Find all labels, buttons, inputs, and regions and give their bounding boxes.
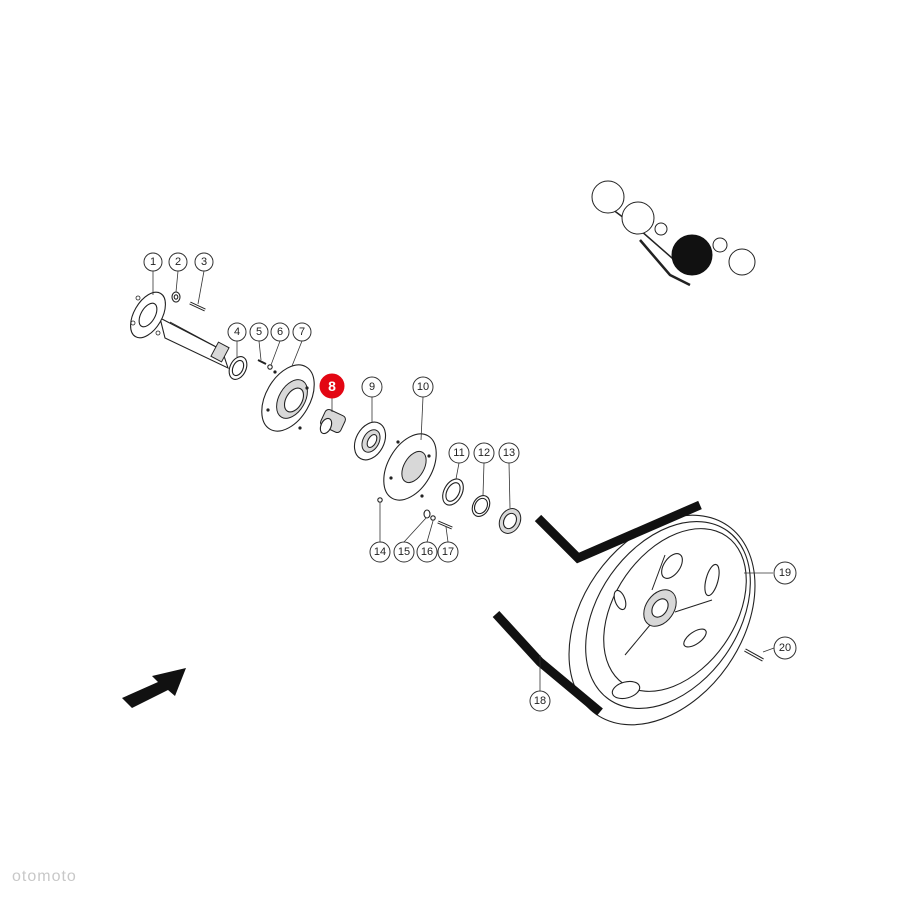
part-16-washer bbox=[430, 515, 436, 521]
part-13-nut bbox=[498, 508, 522, 534]
callout-label: 14 bbox=[374, 546, 386, 558]
part-6-ball bbox=[267, 364, 273, 370]
callout-label: 13 bbox=[503, 447, 515, 459]
callout-3[interactable]: 3 bbox=[194, 252, 214, 272]
callout-label: 10 bbox=[417, 381, 429, 393]
callout-1[interactable]: 1 bbox=[143, 252, 163, 272]
watermark: otomoto bbox=[12, 868, 77, 885]
callout-12[interactable]: 12 bbox=[473, 442, 495, 464]
callout-16[interactable]: 16 bbox=[416, 541, 438, 563]
callout-label: 20 bbox=[779, 642, 791, 654]
callout-17[interactable]: 17 bbox=[437, 541, 459, 563]
part-15-washer bbox=[423, 509, 431, 519]
part-11-ring bbox=[442, 478, 464, 506]
callout-label: 6 bbox=[277, 326, 283, 338]
part-14-pin bbox=[377, 497, 383, 503]
callout-11[interactable]: 11 bbox=[448, 442, 470, 464]
part-8-bushing bbox=[319, 409, 346, 435]
callout-label: 1 bbox=[150, 256, 156, 268]
part-5-pin bbox=[257, 359, 267, 365]
leader-lines bbox=[152, 270, 775, 691]
part-2-washer bbox=[171, 291, 181, 303]
callout-19[interactable]: 19 bbox=[773, 561, 797, 585]
callout-label: 5 bbox=[256, 326, 262, 338]
callout-label: 8 bbox=[328, 378, 336, 394]
callout-label: 2 bbox=[175, 256, 181, 268]
callout-label: 16 bbox=[421, 546, 433, 558]
arrow-up-right-icon bbox=[122, 668, 186, 708]
callout-18[interactable]: 18 bbox=[529, 690, 551, 712]
callout-label: 18 bbox=[534, 695, 546, 707]
callout-6[interactable]: 6 bbox=[270, 322, 290, 342]
callout-4[interactable]: 4 bbox=[227, 322, 247, 342]
part-7-housing bbox=[261, 364, 315, 432]
callout-label: 17 bbox=[442, 546, 454, 558]
callout-13[interactable]: 13 bbox=[498, 442, 520, 464]
callout-7[interactable]: 7 bbox=[292, 322, 312, 342]
callout-label: 3 bbox=[201, 256, 207, 268]
callout-8-highlighted[interactable]: 8 bbox=[319, 373, 345, 399]
part-1-shaft bbox=[130, 291, 230, 370]
callout-label: 12 bbox=[478, 447, 490, 459]
callout-15[interactable]: 15 bbox=[393, 541, 415, 563]
callout-20[interactable]: 20 bbox=[773, 636, 797, 660]
callout-label: 9 bbox=[369, 381, 375, 393]
callout-9[interactable]: 9 bbox=[361, 376, 383, 398]
callout-label: 7 bbox=[299, 326, 305, 338]
part-12-circlip bbox=[471, 495, 491, 517]
callout-14[interactable]: 14 bbox=[369, 541, 391, 563]
callout-label: 4 bbox=[234, 326, 240, 338]
callout-label: 15 bbox=[398, 546, 410, 558]
part-20-pin bbox=[744, 648, 764, 662]
part-10-cover bbox=[383, 433, 437, 501]
callout-label: 19 bbox=[779, 567, 791, 579]
part-3-bolt bbox=[189, 301, 206, 312]
part-9-seal bbox=[353, 421, 387, 461]
part-4-ring bbox=[228, 356, 248, 380]
callout-label: 11 bbox=[453, 447, 464, 459]
callout-2[interactable]: 2 bbox=[168, 252, 188, 272]
belt-drive-locator-icon bbox=[591, 180, 756, 287]
callout-5[interactable]: 5 bbox=[249, 322, 269, 342]
part-17-bolt bbox=[437, 520, 453, 530]
callout-10[interactable]: 10 bbox=[412, 376, 434, 398]
part-19-pulley bbox=[568, 514, 756, 726]
